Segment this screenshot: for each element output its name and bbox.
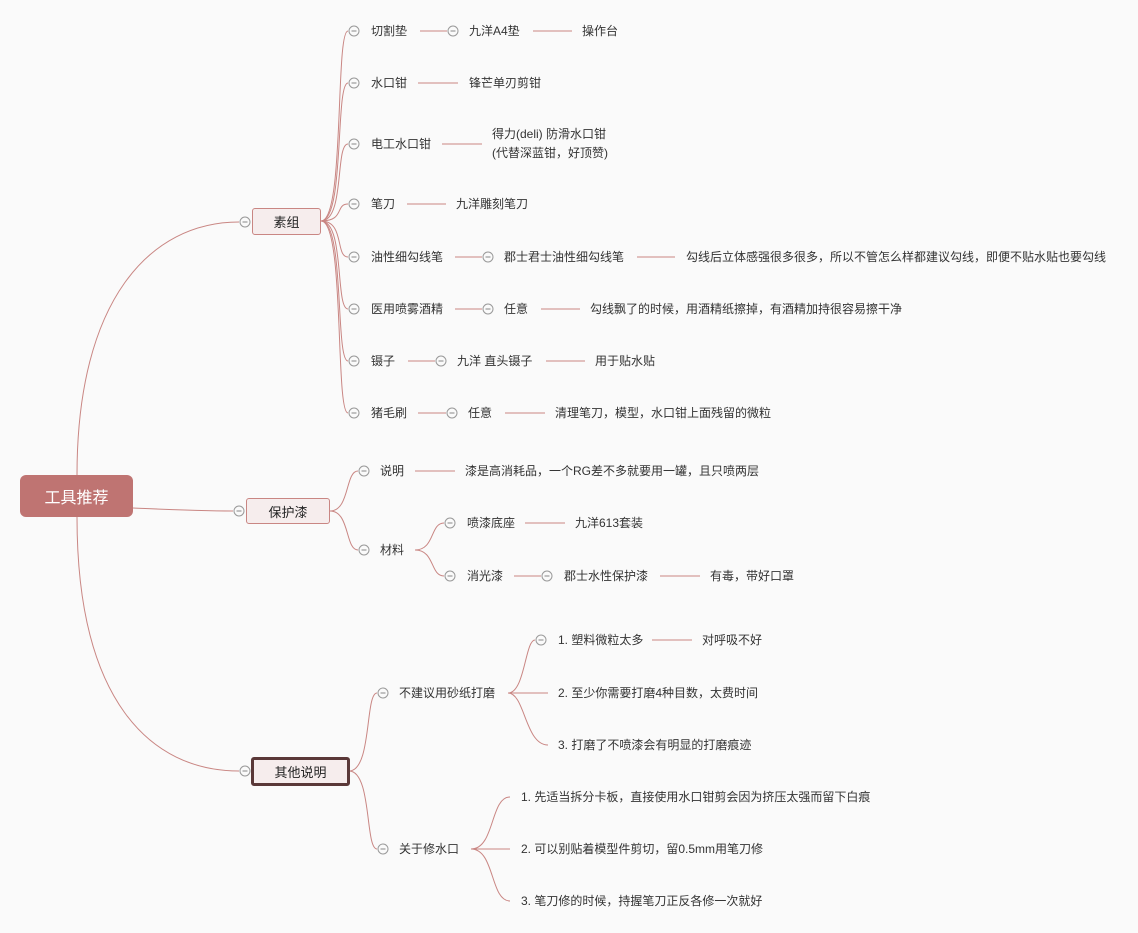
topic[interactable]: 水口钳 [371,76,408,90]
collapse-toggle-icon[interactable] [446,407,458,419]
collapse-toggle-icon[interactable] [348,303,360,315]
topic[interactable]: 2. 至少你需要打磨4种目数，太费时间 [558,686,759,700]
collapse-toggle-icon[interactable] [239,216,251,228]
collapse-toggle-icon[interactable] [482,303,494,315]
topic[interactable]: 任意 [504,302,529,316]
topic[interactable]: 操作台 [582,24,619,38]
topic[interactable]: 3. 打磨了不喷漆会有明显的打磨痕迹 [558,738,752,752]
topic[interactable]: 材料 [380,543,405,557]
collapse-toggle-icon[interactable] [358,465,370,477]
collapse-toggle-icon[interactable] [535,634,547,646]
topic[interactable]: 漆是高消耗品，一个RG差不多就要用一罐，且只喷两层 [465,464,760,478]
collapse-toggle-icon[interactable] [348,25,360,37]
collapse-toggle-icon[interactable] [435,355,447,367]
topic[interactable]: 锋芒单刃剪钳 [469,76,542,90]
collapse-toggle-icon[interactable] [348,407,360,419]
branch-paint[interactable]: 保护漆 [246,498,330,524]
branch-other[interactable]: 其他说明 [251,757,350,786]
topic[interactable]: 用于贴水贴 [595,354,656,368]
topic[interactable]: 清理笔刀，模型，水口钳上面残留的微粒 [555,406,772,420]
topic[interactable]: 郡士水性保护漆 [564,569,649,583]
topic[interactable]: 任意 [468,406,493,420]
collapse-toggle-icon[interactable] [348,77,360,89]
topic[interactable]: 镊子 [371,354,396,368]
topic[interactable]: 3. 笔刀修的时候，持握笔刀正反各修一次就好 [521,894,763,908]
root-topic[interactable]: 工具推荐 [20,475,133,517]
collapse-toggle-icon[interactable] [239,765,251,777]
topic[interactable]: 说明 [380,464,405,478]
topic[interactable]: 九洋雕刻笔刀 [456,197,529,211]
collapse-toggle-icon[interactable] [377,843,389,855]
branch-sucai[interactable]: 素组 [252,208,321,235]
topic[interactable]: 医用喷雾酒精 [371,302,444,316]
topic[interactable]: 不建议用砂纸打磨 [399,686,496,700]
topic[interactable]: 电工水口钳 [371,137,432,151]
collapse-toggle-icon[interactable] [348,198,360,210]
collapse-toggle-icon[interactable] [233,505,245,517]
collapse-toggle-icon[interactable] [444,570,456,582]
collapse-toggle-icon[interactable] [444,517,456,529]
topic[interactable]: 1. 塑料微粒太多 [558,633,644,647]
topic[interactable]: 切割垫 [371,24,408,38]
collapse-toggle-icon[interactable] [348,138,360,150]
topic[interactable]: 2. 可以别贴着模型件剪切，留0.5mm用笔刀修 [521,842,764,856]
topic-line1[interactable]: 得力(deli) 防滑水口钳 [492,127,607,141]
topic-line2[interactable]: (代替深蓝钳，好顶赞) [492,146,608,160]
topic[interactable]: 笔刀 [371,197,396,211]
topic[interactable]: 消光漆 [467,569,504,583]
collapse-toggle-icon[interactable] [358,544,370,556]
topic[interactable]: 九洋A4垫 [469,24,520,38]
collapse-toggle-icon[interactable] [377,687,389,699]
topic[interactable]: 郡士君士油性细勾线笔 [504,250,625,264]
topic[interactable]: 九洋613套装 [575,516,644,530]
topic[interactable]: 勾线后立体感强很多很多，所以不管怎么样都建议勾线，即便不贴水贴也要勾线 [686,250,1107,264]
collapse-toggle-icon[interactable] [447,25,459,37]
topic[interactable]: 有毒，带好口罩 [710,569,795,583]
topic[interactable]: 关于修水口 [399,842,460,856]
topic[interactable]: 油性细勾线笔 [371,250,444,264]
topic[interactable]: 猪毛刷 [371,406,408,420]
topic[interactable]: 勾线飘了的时候，用酒精纸擦掉，有酒精加持很容易擦干净 [590,302,903,316]
collapse-toggle-icon[interactable] [348,355,360,367]
topic[interactable]: 对呼吸不好 [702,633,763,647]
collapse-toggle-icon[interactable] [541,570,553,582]
topic[interactable]: 喷漆底座 [467,516,516,530]
topic[interactable]: 1. 先适当拆分卡板，直接使用水口钳剪会因为挤压太强而留下白痕 [521,790,871,804]
topic[interactable]: 九洋 直头镊子 [457,354,533,368]
collapse-toggle-icon[interactable] [482,251,494,263]
collapse-toggle-icon[interactable] [348,251,360,263]
